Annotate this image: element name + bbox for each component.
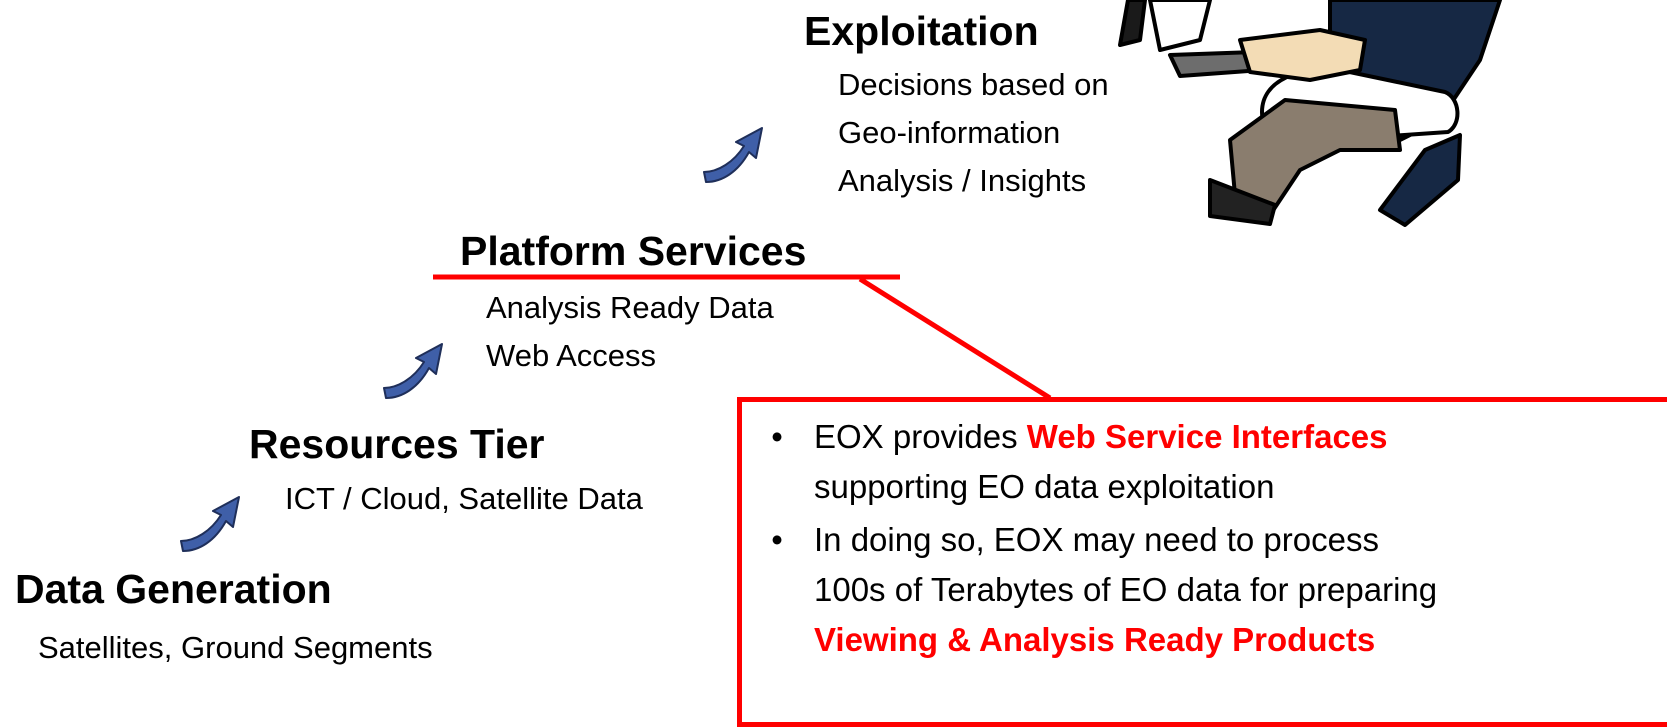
exploitation-line-3: Analysis / Insights bbox=[838, 163, 1087, 198]
bullet-2-highlight: Viewing & Analysis Ready Products bbox=[814, 621, 1376, 658]
curved-arrow-up-right-icon bbox=[703, 127, 763, 183]
bullet-dot: • bbox=[771, 521, 783, 558]
resources-tier-title: Resources Tier bbox=[249, 421, 545, 467]
bullet-2-line-2: 100s of Terabytes of EO data for prepari… bbox=[814, 571, 1438, 608]
data-generation-title: Data Generation bbox=[15, 566, 332, 612]
person-at-computer-icon bbox=[1118, 0, 1502, 227]
bullet-1-line-2: supporting EO data exploitation bbox=[814, 468, 1275, 505]
bullet-dot: • bbox=[771, 418, 783, 455]
exploitation-line-2: Geo-information bbox=[838, 115, 1061, 150]
bullet-1-text: EOX provides bbox=[814, 418, 1027, 455]
exploitation-title: Exploitation bbox=[804, 8, 1039, 54]
callout-connector-line bbox=[858, 276, 1052, 401]
platform-line-2: Web Access bbox=[486, 338, 657, 373]
bullet-1-highlight: Web Service Interfaces bbox=[1026, 418, 1388, 455]
curved-arrow-up-right-icon bbox=[383, 343, 443, 399]
callout-box: • EOX provides Web Service Interfaces su… bbox=[737, 397, 1667, 727]
exploitation-line-1: Decisions based on bbox=[838, 67, 1109, 102]
curved-arrow-up-right-icon bbox=[180, 496, 240, 552]
diagram-graphics bbox=[180, 0, 1502, 552]
resources-line-1: ICT / Cloud, Satellite Data bbox=[285, 481, 643, 516]
data-generation-line-1: Satellites, Ground Segments bbox=[38, 630, 433, 665]
bullet-2-line-1: In doing so, EOX may need to process bbox=[814, 521, 1379, 558]
platform-line-1: Analysis Ready Data bbox=[486, 290, 774, 325]
platform-services-title: Platform Services bbox=[460, 228, 807, 274]
